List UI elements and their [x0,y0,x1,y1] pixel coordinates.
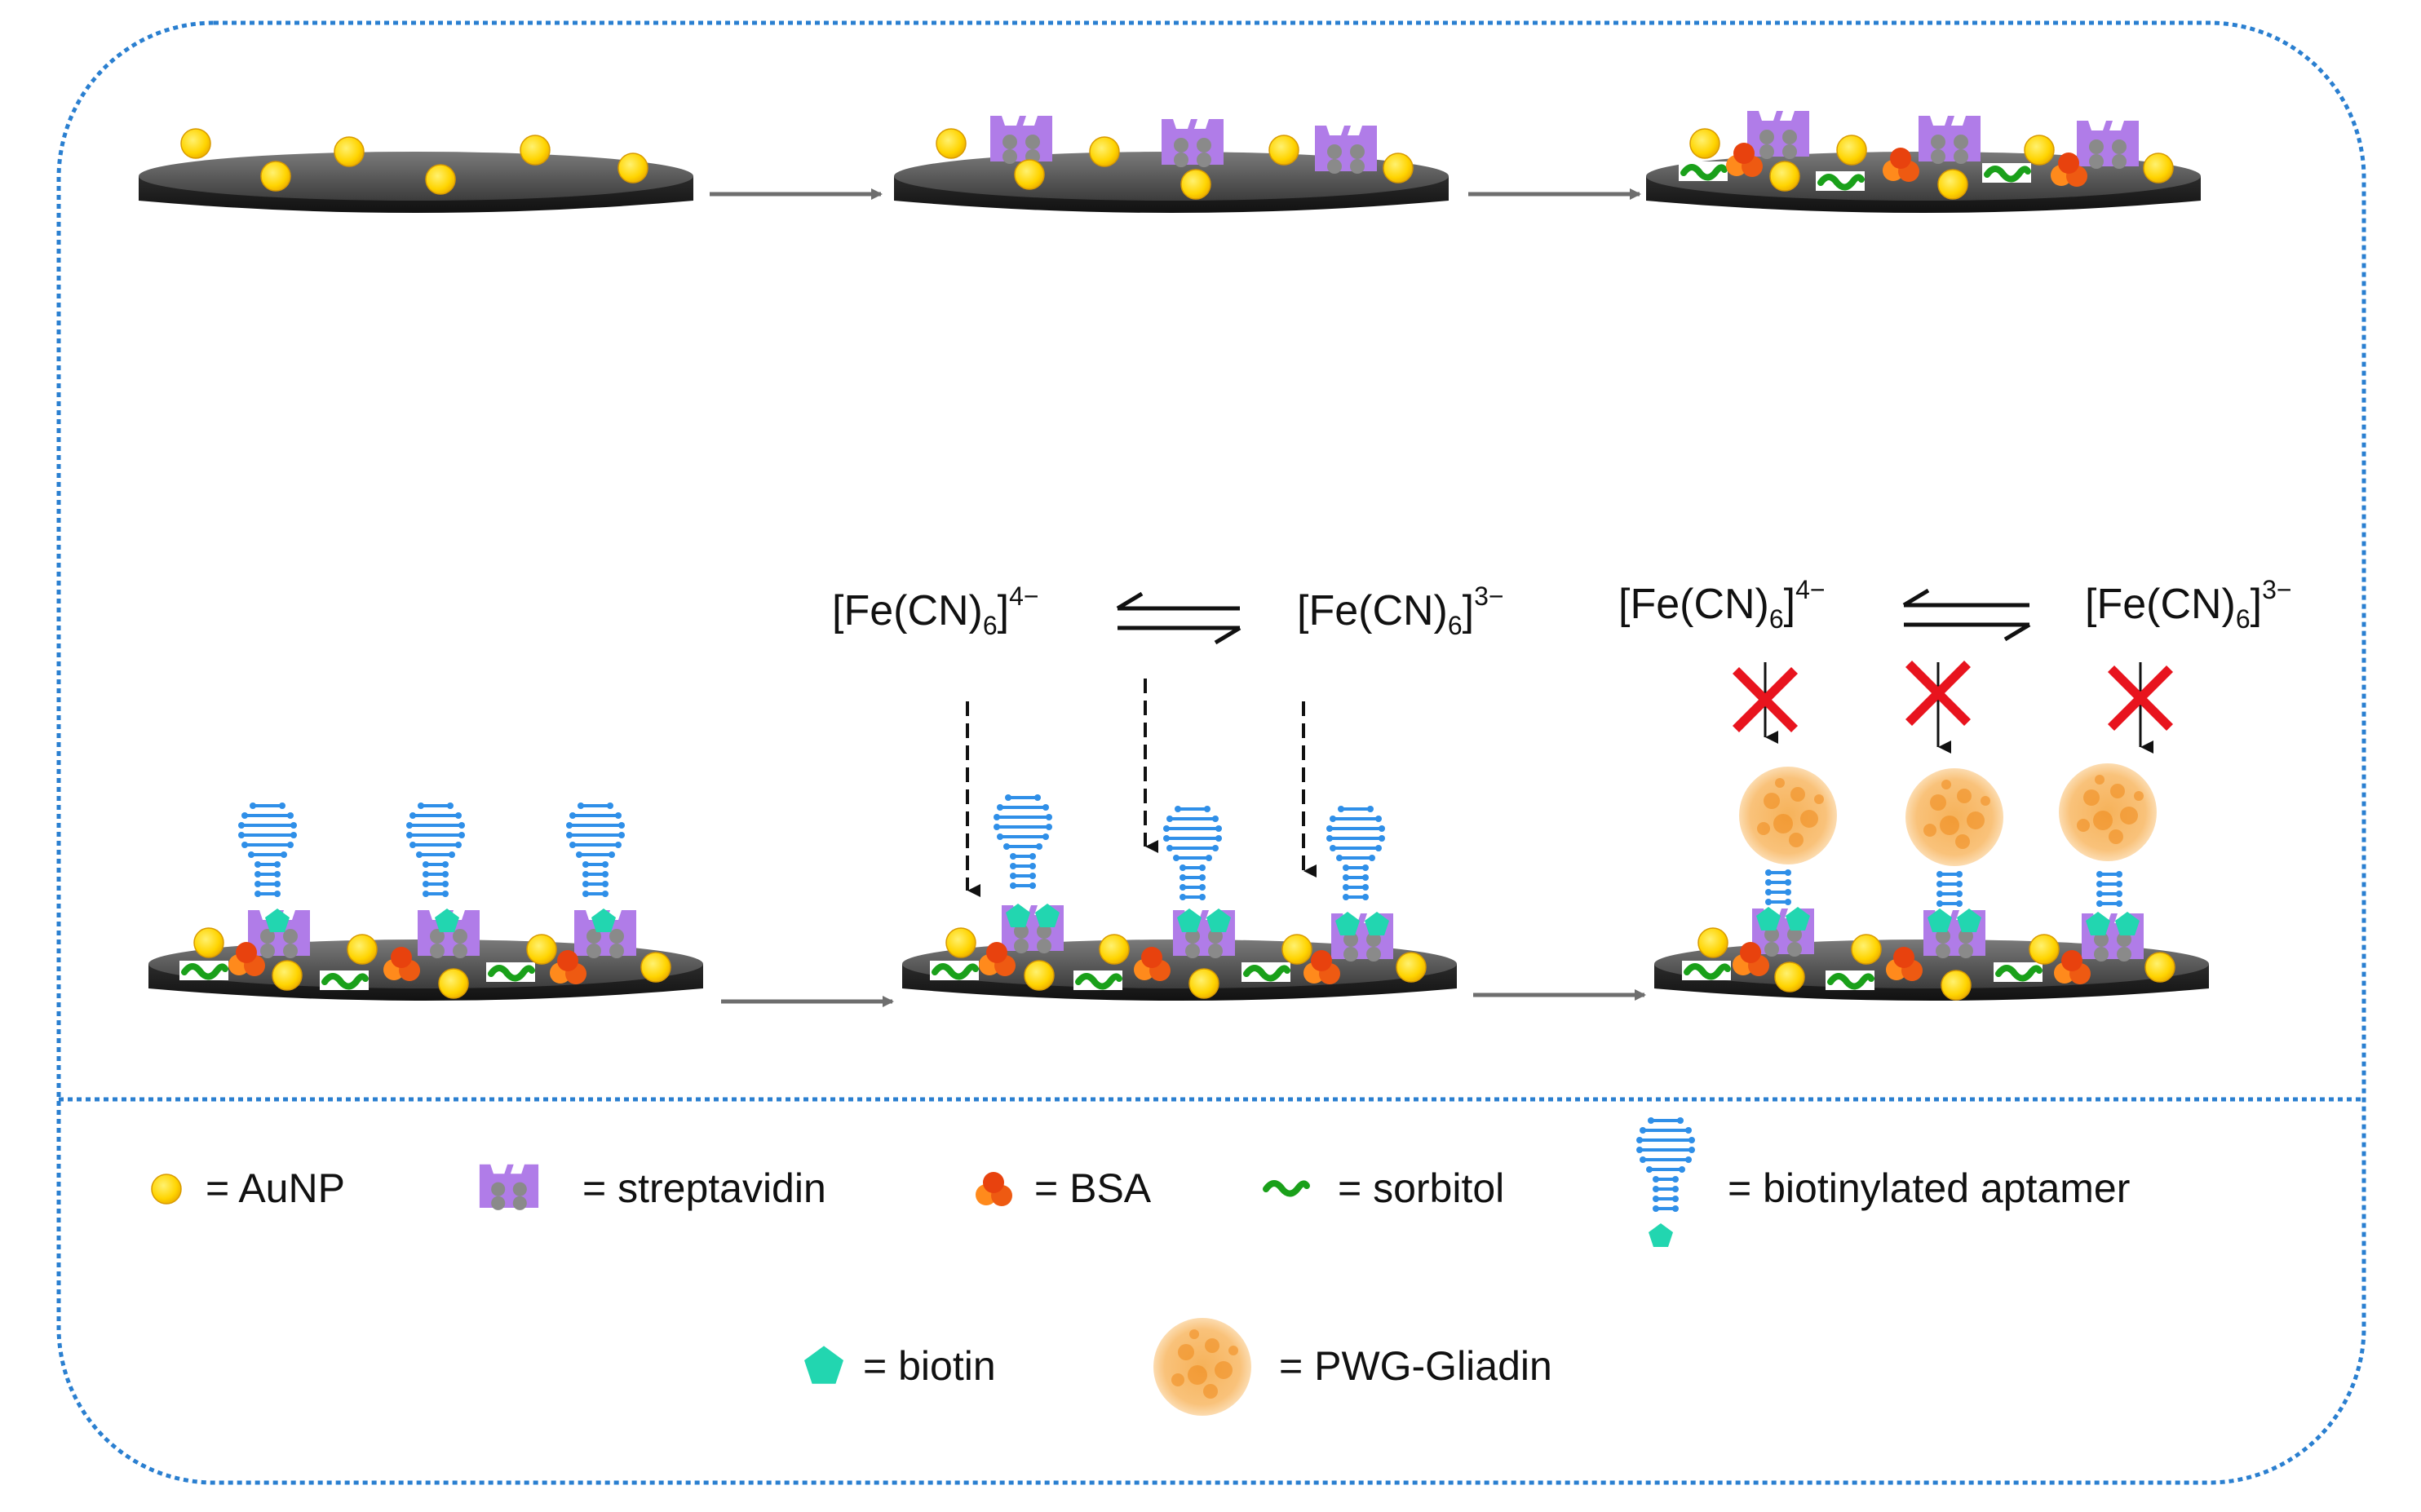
redox-couple-right: [Fe(CN)6]4− [Fe(CN)6]3− [1618,575,2292,642]
forward-half-arrow [1116,591,1240,611]
gliadin-icon [1153,1318,1251,1416]
aptamer-icon [1635,1116,1697,1247]
step-1-bare-aunp-electrode [139,128,693,225]
step-2-streptavidin-bound [894,116,1449,225]
legend: = AuNP = streptavidin = BSA = sorbitol =… [151,1116,2130,1416]
svg-text:[Fe(CN)6]3−: [Fe(CN)6]3− [1297,581,1504,640]
step-6-gliadin-blocked [1654,661,2209,1013]
legend-streptavidin: = streptavidin [582,1165,826,1211]
svg-text:[Fe(CN)6]4−: [Fe(CN)6]4− [1618,575,1826,634]
legend-biotin: = biotin [863,1343,996,1389]
legend-aptamer: = biotinylated aptamer [1728,1165,2130,1211]
legend-gliadin: = PWG-Gliadin [1279,1343,1552,1389]
svg-text:[Fe(CN)6]4−: [Fe(CN)6]4− [832,581,1039,640]
step-5-redox-probe-access [902,679,1457,1013]
legend-bsa: = BSA [1034,1165,1152,1211]
legend-aunp: = AuNP [206,1165,345,1211]
biotin-icon [804,1346,843,1384]
aunp-icon [151,1174,182,1205]
step-4-aptamer-immobilized [148,801,703,1013]
sorbitol-icon [1261,1178,1310,1197]
outer-frame [56,20,2366,1485]
electrode-icon [139,152,693,225]
svg-text:[Fe(CN)6]3−: [Fe(CN)6]3− [2085,575,2292,634]
redox-couple-middle: [Fe(CN)6]4− [Fe(CN)6]3− [832,581,1504,645]
step-3-blocked-bsa-sorbitol [1646,111,2201,225]
streptavidin-icon [479,1164,539,1210]
legend-sorbitol: = sorbitol [1338,1165,1504,1211]
bsa-icon [976,1172,1012,1206]
reverse-half-arrow [1118,626,1241,645]
